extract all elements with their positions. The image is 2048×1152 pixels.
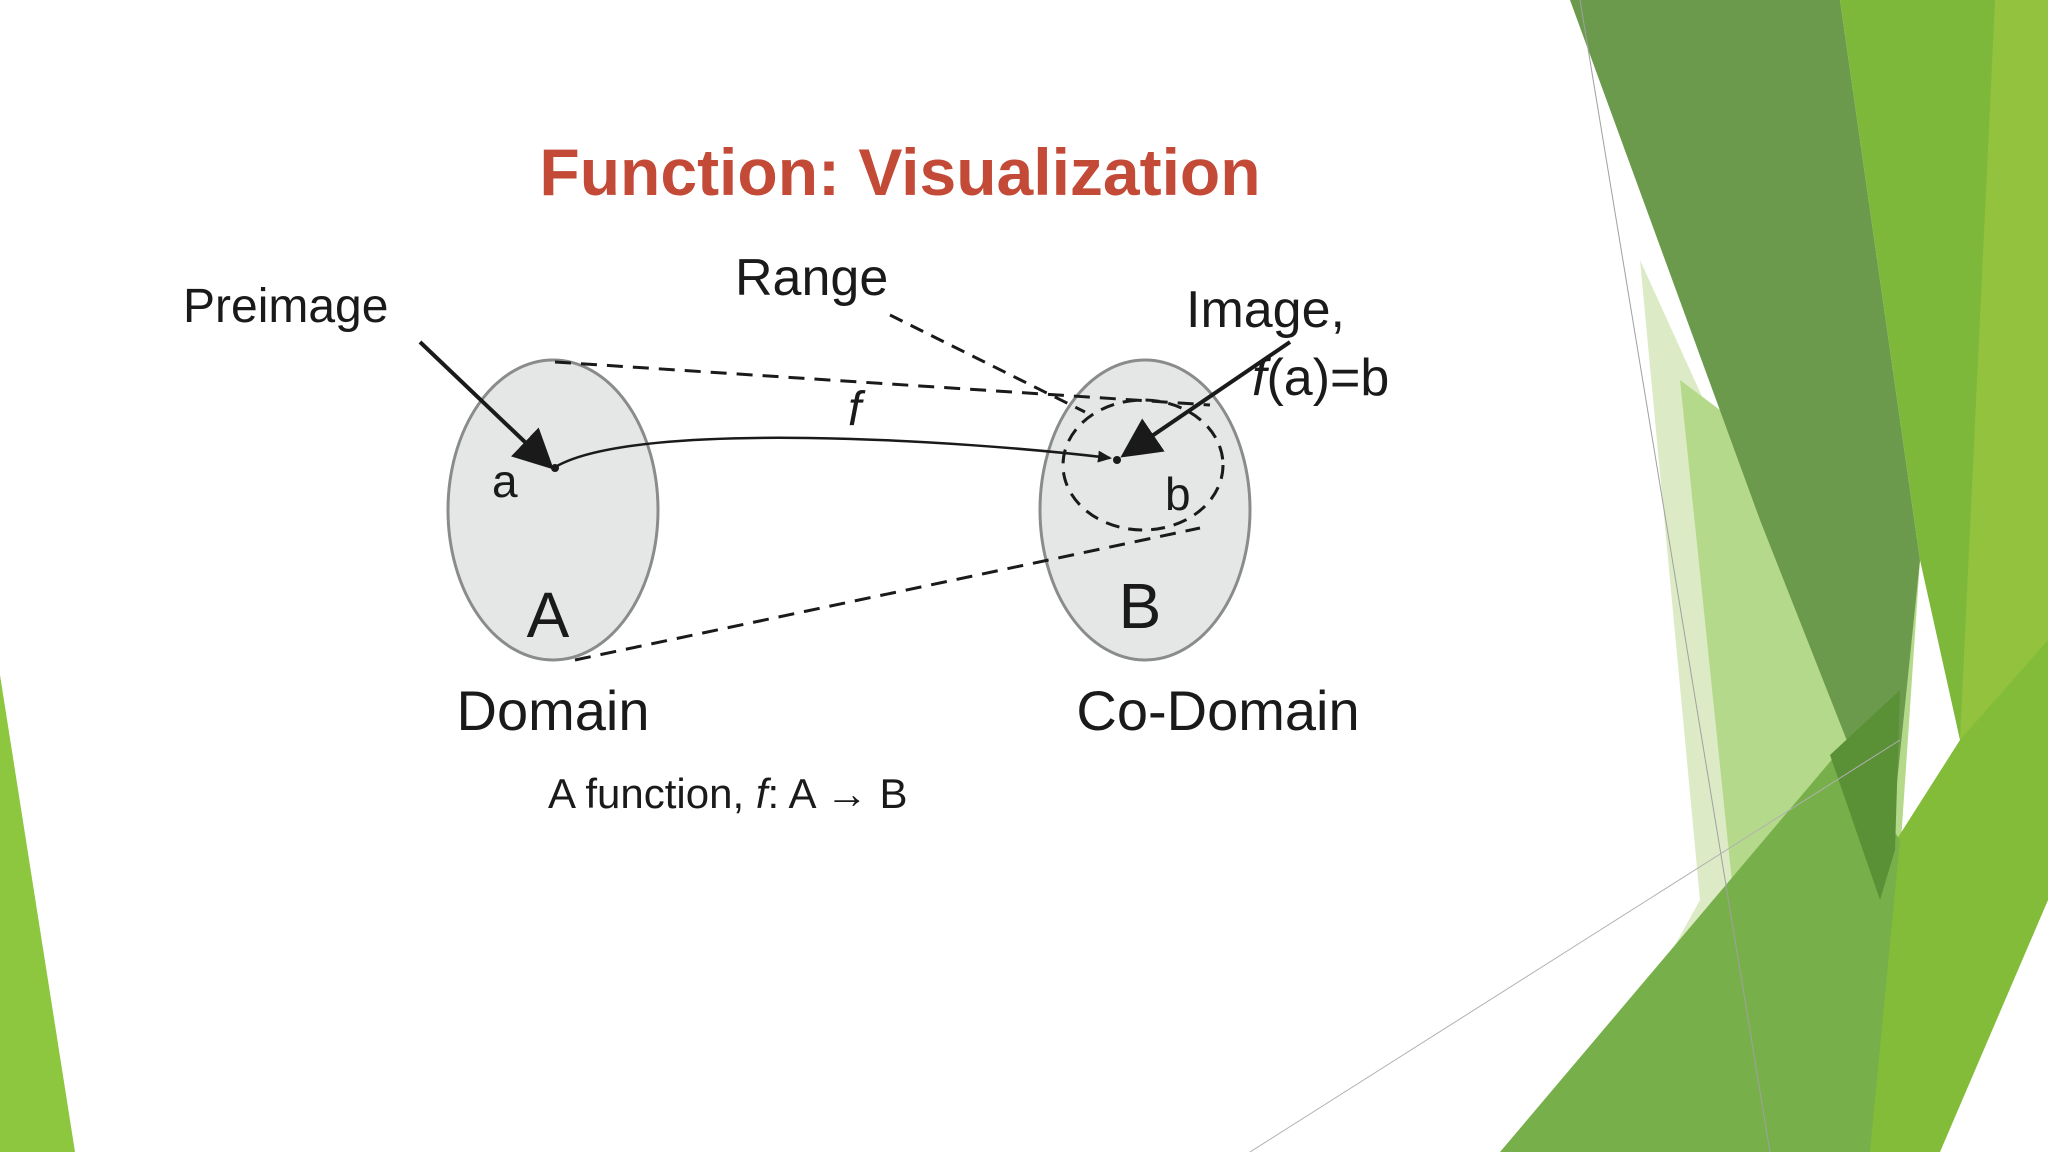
caption-prefix: A function, bbox=[548, 770, 756, 817]
a-label: a bbox=[492, 455, 518, 507]
image-f-symbol: f bbox=[1252, 349, 1271, 407]
projection-line-bottom bbox=[574, 526, 1201, 662]
facet-dark-main bbox=[1570, 0, 1920, 850]
facet-thin-line-2 bbox=[1249, 739, 1901, 1152]
image-label: Image, bbox=[1186, 281, 1345, 339]
codomain-label: Co-Domain bbox=[1076, 679, 1359, 742]
projection-line-top bbox=[554, 360, 1211, 407]
preimage-arrow bbox=[418, 340, 554, 470]
left-green-sliver bbox=[0, 675, 75, 1152]
caption-rest: : A → B bbox=[767, 770, 907, 817]
image-arrow bbox=[1120, 340, 1292, 458]
facet-mid-bottom bbox=[1500, 750, 1900, 1152]
facet-deep bbox=[1830, 690, 1900, 900]
preimage-label: Preimage bbox=[183, 280, 388, 333]
b-label: b bbox=[1165, 468, 1191, 520]
codomain-set-b bbox=[1038, 358, 1252, 662]
right-decoration bbox=[1249, 0, 2048, 1152]
range-label: Range bbox=[735, 249, 888, 307]
image-equation-text: (a)=b bbox=[1266, 349, 1389, 407]
range-dashed-circle bbox=[1061, 398, 1225, 532]
mapping-arrow-f bbox=[556, 436, 1112, 468]
set-a-label: A bbox=[527, 579, 570, 651]
f-label: f bbox=[848, 383, 866, 436]
range-pointer bbox=[889, 313, 1086, 414]
domain-set-a bbox=[446, 358, 660, 662]
point-b bbox=[1113, 456, 1121, 464]
facet-thin-line-1 bbox=[1579, 0, 1771, 1152]
left-decoration bbox=[0, 675, 75, 1152]
facet-shadow bbox=[1850, 640, 2048, 1152]
page-title: Function: Visualization bbox=[539, 135, 1260, 209]
set-b-label: B bbox=[1119, 570, 1162, 642]
caption: A function, f: A → B bbox=[548, 770, 908, 817]
image-equation-label: f(a)=b bbox=[1252, 349, 1389, 407]
domain-label: Domain bbox=[457, 679, 650, 742]
